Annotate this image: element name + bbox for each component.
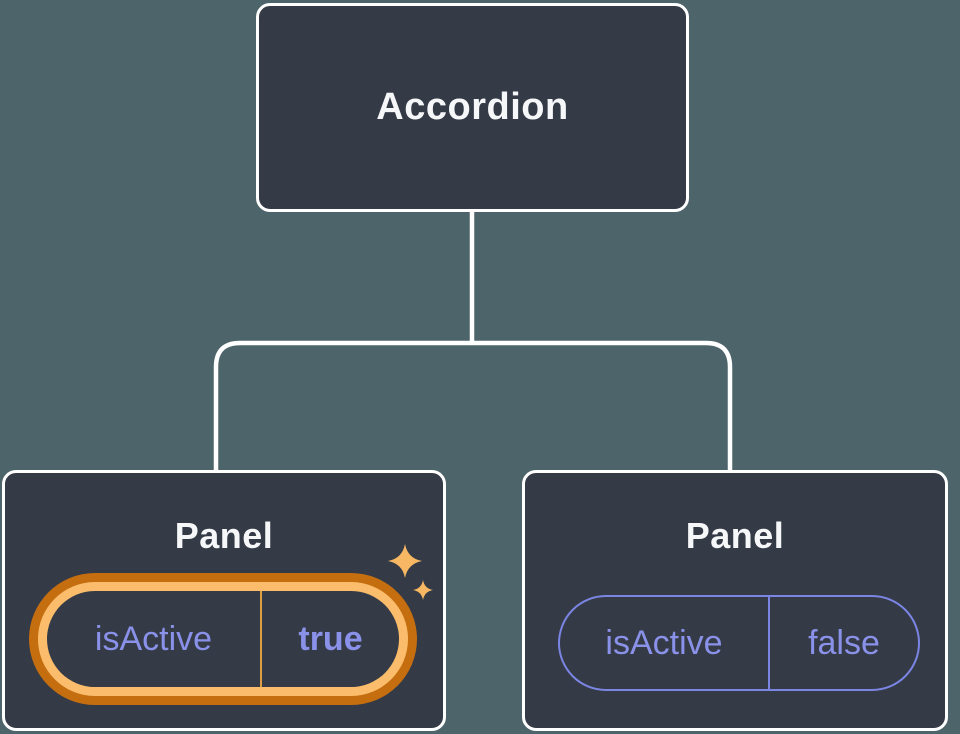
- state-pill-plain: isActive false: [558, 595, 920, 691]
- state-key: isActive: [560, 597, 770, 689]
- state-pill-highlight-ring: isActive true: [38, 582, 408, 696]
- node-panel-inactive-label: Panel: [685, 515, 785, 556]
- state-pill-highlighted: isActive true: [29, 573, 417, 705]
- node-panel-active-label: Panel: [174, 515, 274, 556]
- node-accordion-label: Accordion: [376, 86, 569, 128]
- state-pill-body: isActive true: [47, 591, 399, 687]
- node-panel-active: Panel isActive true: [2, 470, 446, 731]
- connector-branch-bracket: [213, 340, 733, 470]
- node-panel-inactive: Panel isActive false: [522, 470, 948, 731]
- node-accordion: Accordion: [256, 3, 689, 212]
- state-key: isActive: [47, 591, 262, 687]
- state-value: false: [808, 623, 880, 662]
- state-value: true: [298, 619, 363, 658]
